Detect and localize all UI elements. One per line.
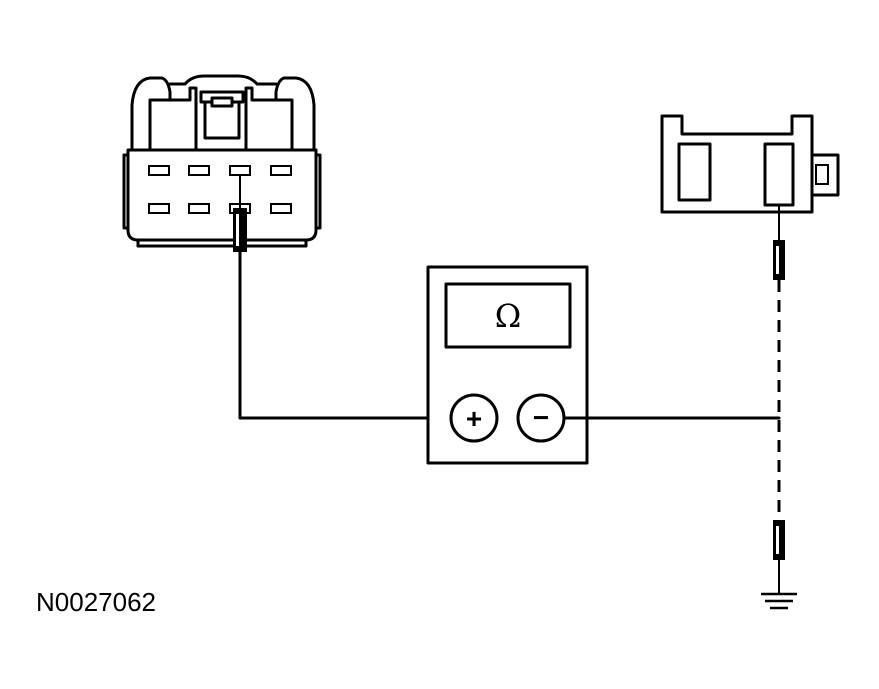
left-connector [122, 74, 322, 248]
left-probe-icon [233, 175, 247, 252]
connector-pin [188, 165, 210, 176]
connector-cavity [677, 142, 712, 202]
ground-probe-icon [773, 520, 785, 594]
right-connector [660, 114, 840, 214]
connector-cavity [763, 142, 795, 207]
positive-lead-wire [238, 250, 454, 420]
connector-pin [229, 165, 251, 176]
positive-terminal [449, 393, 499, 443]
ground-icon [761, 592, 797, 610]
positive-terminal-symbol: + [466, 403, 482, 434]
connector-pin [188, 203, 210, 214]
connector-pin [148, 165, 170, 176]
multimeter-icon: Ω + − [426, 265, 589, 465]
connector-pin [270, 165, 292, 176]
figure-id: N0027062 [36, 587, 156, 617]
connector-pin [148, 203, 170, 214]
right-probe-icon [773, 205, 785, 280]
connector-pin [270, 203, 292, 214]
negative-terminal-symbol: − [533, 402, 549, 433]
meter-display [444, 282, 572, 349]
meter-display-symbol: Ω [495, 297, 522, 335]
